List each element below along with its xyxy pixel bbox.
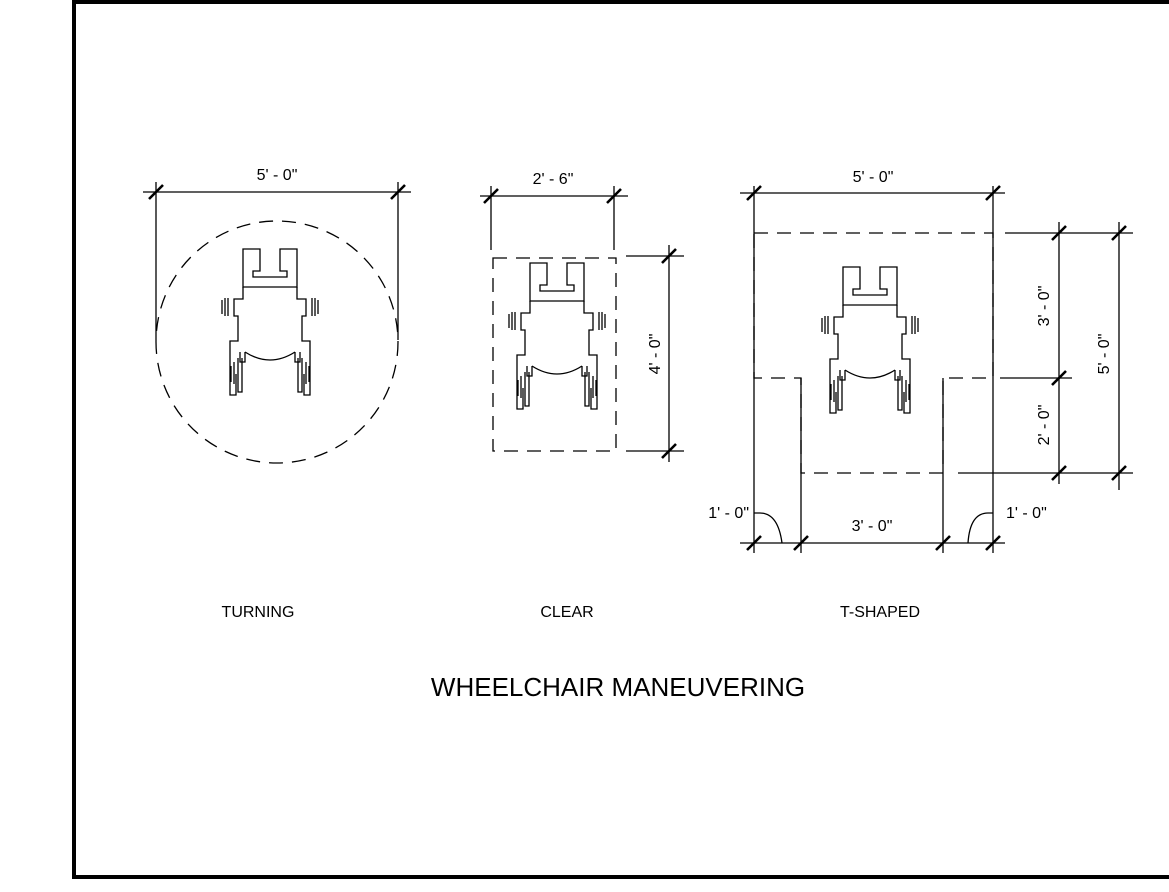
clear-depth-label: 4' - 0"	[647, 334, 664, 375]
turning-caption: TURNING	[222, 604, 295, 621]
turning-diagram: 5' - 0"	[143, 167, 411, 464]
t-lower-depth-label: 2' - 0"	[1036, 405, 1053, 446]
t-shaped-caption: T-SHAPED	[840, 604, 920, 621]
t-right-offset-label: 1' - 0"	[1006, 505, 1047, 522]
sheet-border	[72, 0, 1169, 879]
turning-width-label: 5' - 0"	[257, 167, 298, 184]
t-upper-depth-label: 3' - 0"	[1036, 286, 1053, 327]
t-left-offset-label: 1' - 0"	[708, 505, 749, 522]
clear-wheelchair	[508, 262, 606, 410]
t-top-width-label: 5' - 0"	[853, 169, 894, 186]
drawing-title: WHEELCHAIR MANEUVERING	[431, 672, 805, 702]
clear-width-label: 2' - 6"	[533, 171, 574, 188]
clear-diagram: 2' - 6" 4' - 0"	[480, 171, 684, 462]
t-shaped-wheelchair	[821, 266, 919, 414]
turning-circle	[155, 220, 399, 464]
t-shape-outline	[753, 232, 994, 474]
t-stem-width-label: 3' - 0"	[852, 518, 893, 535]
t-total-depth-label: 5' - 0"	[1096, 334, 1113, 375]
clear-space-rect	[492, 257, 617, 452]
t-shaped-diagram: 5' - 0" 3' - 0" 2' - 0" 5' - 0" 3' - 0" …	[708, 169, 1133, 553]
turning-wheelchair	[221, 248, 319, 396]
clear-caption: CLEAR	[540, 604, 593, 621]
